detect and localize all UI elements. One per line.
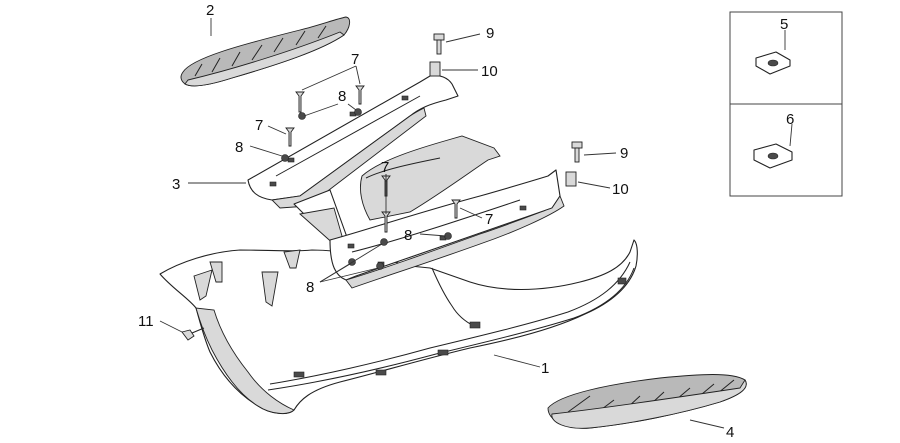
detail-box-5-6 — [729, 11, 843, 197]
callout-5: 5 — [780, 16, 788, 33]
callout-7-top: 7 — [351, 51, 359, 68]
callout-9-top: 9 — [486, 25, 494, 42]
callout-4: 4 — [726, 424, 734, 438]
callout-11: 11 — [138, 313, 154, 330]
part-3-frame-bracket — [247, 74, 565, 289]
callout-2: 2 — [206, 2, 214, 19]
part-4-floor-mat — [547, 374, 747, 429]
hardware-bolts-and-fasteners — [181, 33, 583, 341]
part-1-lower-cover — [159, 239, 638, 415]
callout-7-right: 7 — [485, 211, 493, 228]
callout-7-left: 7 — [255, 117, 263, 134]
callout-labels: 1 2 3 4 5 6 7 7 7 7 8 8 8 8 9 9 10 10 11 — [138, 2, 794, 441]
callout-8-left: 8 — [235, 139, 243, 156]
callout-8-top: 8 — [338, 88, 346, 105]
callout-6: 6 — [786, 111, 794, 128]
callout-10-top: 10 — [481, 63, 498, 80]
callout-9-right: 9 — [620, 145, 628, 162]
callout-7-center: 7 — [381, 159, 389, 176]
callout-10-right: 10 — [612, 181, 629, 198]
callout-3: 3 — [172, 176, 180, 193]
leader-lines — [159, 18, 793, 429]
callout-1: 1 — [541, 360, 549, 377]
callout-8-center: 8 — [404, 227, 412, 244]
part-2-footrest-mat — [180, 16, 351, 87]
callout-8-bottom: 8 — [306, 279, 314, 296]
